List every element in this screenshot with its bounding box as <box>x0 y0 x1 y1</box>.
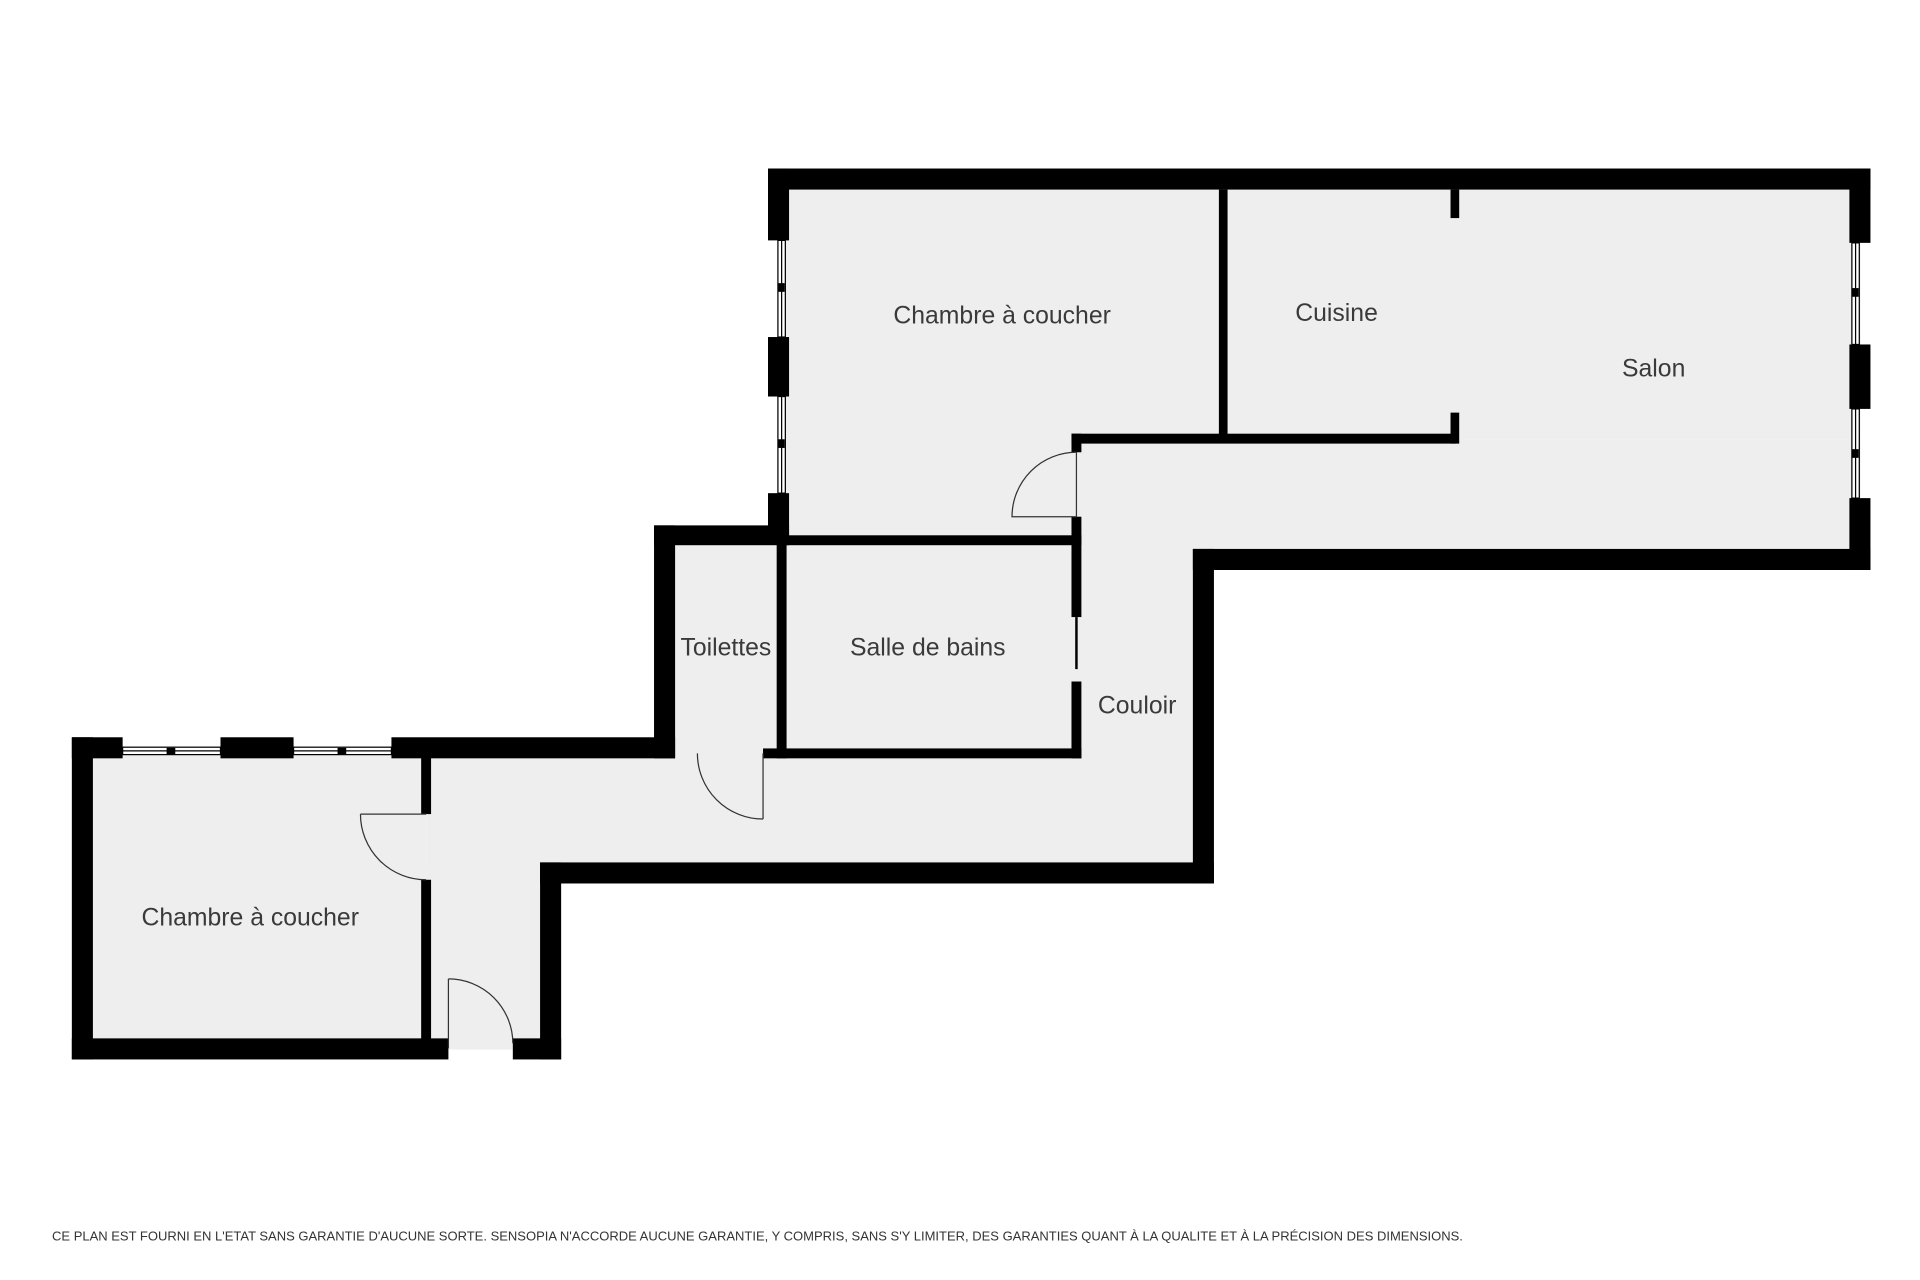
room-label-bedroom-south: Chambre à coucher <box>141 905 358 932</box>
wall <box>540 862 1214 884</box>
wall <box>1071 433 1082 453</box>
walls <box>71 168 1871 1060</box>
window <box>777 239 786 338</box>
window <box>1851 408 1860 499</box>
window <box>1851 242 1860 346</box>
wall <box>768 337 790 397</box>
wall <box>540 862 562 1060</box>
wall <box>71 1038 449 1060</box>
wall <box>1218 189 1228 438</box>
floor-bedroom-south <box>81 748 427 1050</box>
wall <box>1849 168 1871 243</box>
wall <box>763 748 1082 759</box>
room-labels: Chambre à coucher Cuisine Salon Toilette… <box>141 300 1685 932</box>
wall <box>776 535 787 759</box>
floor-kitchen-living <box>1223 179 1861 440</box>
disclaimer-text: CE PLAN EST FOURNI EN L'ETAT SANS GARANT… <box>52 1228 1463 1243</box>
wall <box>512 1038 562 1060</box>
wall <box>1450 412 1460 444</box>
door-bedroom-north <box>1011 451 1078 518</box>
door-toilets <box>696 753 764 820</box>
door-entrance <box>447 978 514 1049</box>
room-label-kitchen: Cuisine <box>1295 300 1378 327</box>
wall <box>220 737 294 759</box>
window <box>292 746 393 756</box>
floor-living-lower <box>1075 439 1861 559</box>
wall <box>1071 681 1082 759</box>
room-label-living-room: Salon <box>1622 356 1685 383</box>
wall <box>1071 433 1456 444</box>
wall <box>421 748 432 815</box>
floor-entry <box>426 867 550 1050</box>
wall <box>71 737 93 1060</box>
wall <box>1849 344 1871 409</box>
window <box>122 746 222 756</box>
wall <box>71 737 123 759</box>
wall <box>391 737 676 759</box>
doors <box>359 451 1078 1049</box>
wall <box>654 525 790 546</box>
room-label-hallway: Couloir <box>1098 693 1176 720</box>
windows <box>122 239 1860 756</box>
floor-areas <box>81 179 1861 1050</box>
wall <box>768 168 1871 190</box>
door-bedroom-south <box>359 813 427 881</box>
room-label-bedroom-north: Chambre à coucher <box>893 302 1110 329</box>
wall <box>421 879 432 1048</box>
window <box>777 395 786 494</box>
wall <box>1450 189 1460 219</box>
room-label-bathroom: Salle de bains <box>850 634 1006 661</box>
wall <box>1071 516 1082 618</box>
wall <box>1192 548 1214 884</box>
wall <box>768 168 790 241</box>
room-label-toilets: Toilettes <box>680 634 771 661</box>
wall <box>1192 548 1871 570</box>
floor-toilets <box>663 535 781 749</box>
wall <box>777 535 1082 546</box>
floor-hallway-lower <box>426 748 1203 873</box>
wall <box>654 525 676 759</box>
floor-bathroom <box>780 539 1076 749</box>
